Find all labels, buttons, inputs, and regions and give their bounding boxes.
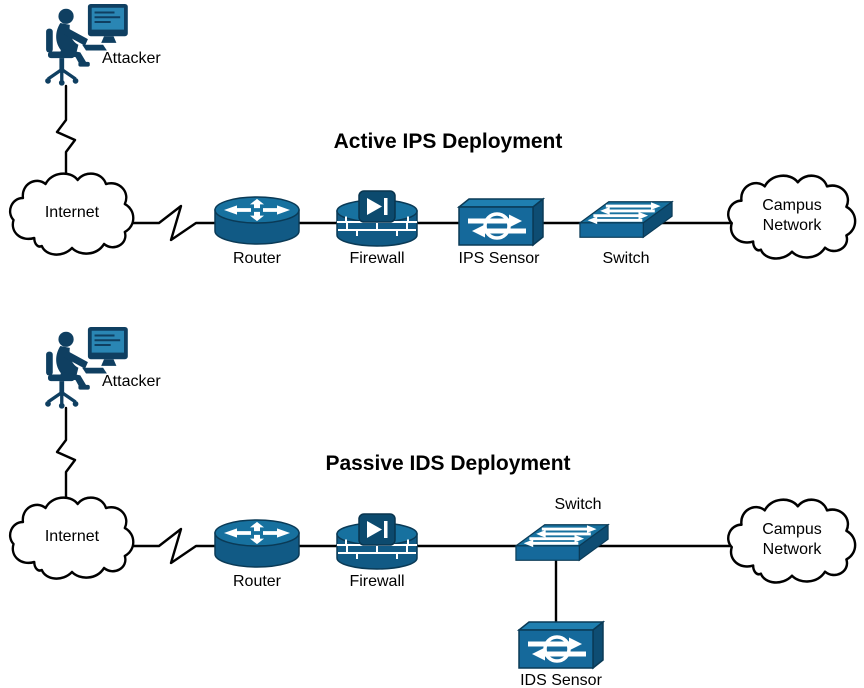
campus-network-cloud: Campus Network [724, 494, 860, 586]
internet-cloud: Internet [6, 168, 138, 258]
switch-icon [515, 524, 609, 561]
top-section-title: Active IPS Deployment [333, 130, 563, 153]
internet-label: Internet [44, 204, 100, 221]
attacker-link-bottom [55, 406, 77, 507]
bottom-section-title: Passive IDS Deployment [325, 452, 571, 475]
attacker-label: Attacker [102, 50, 161, 67]
ids-sensor-label: IDS Sensor [520, 672, 602, 688]
firewall-icon [336, 513, 418, 570]
switch-label: Switch [602, 250, 650, 267]
internet-label: Internet [44, 528, 100, 545]
firewall-label: Firewall [349, 250, 405, 267]
main-link-bottom [98, 527, 772, 565]
router-icon [214, 519, 300, 568]
internet-cloud: Internet [6, 492, 138, 582]
router-icon [214, 196, 300, 245]
campus-network-label: Campus Network [762, 197, 822, 234]
campus-network-cloud: Campus Network [724, 170, 860, 262]
ids-sensor-icon [517, 620, 605, 670]
attacker-link-top [55, 84, 77, 184]
ips-sensor-label: IPS Sensor [458, 250, 540, 267]
attacker-label: Attacker [102, 373, 161, 390]
firewall-icon [336, 190, 418, 247]
router-label: Router [232, 573, 282, 590]
ips-sensor-icon [457, 197, 545, 247]
campus-network-label: Campus Network [762, 521, 822, 558]
switch-label: Switch [554, 496, 602, 513]
firewall-label: Firewall [349, 573, 405, 590]
router-label: Router [232, 250, 282, 267]
switch-icon [579, 201, 673, 238]
